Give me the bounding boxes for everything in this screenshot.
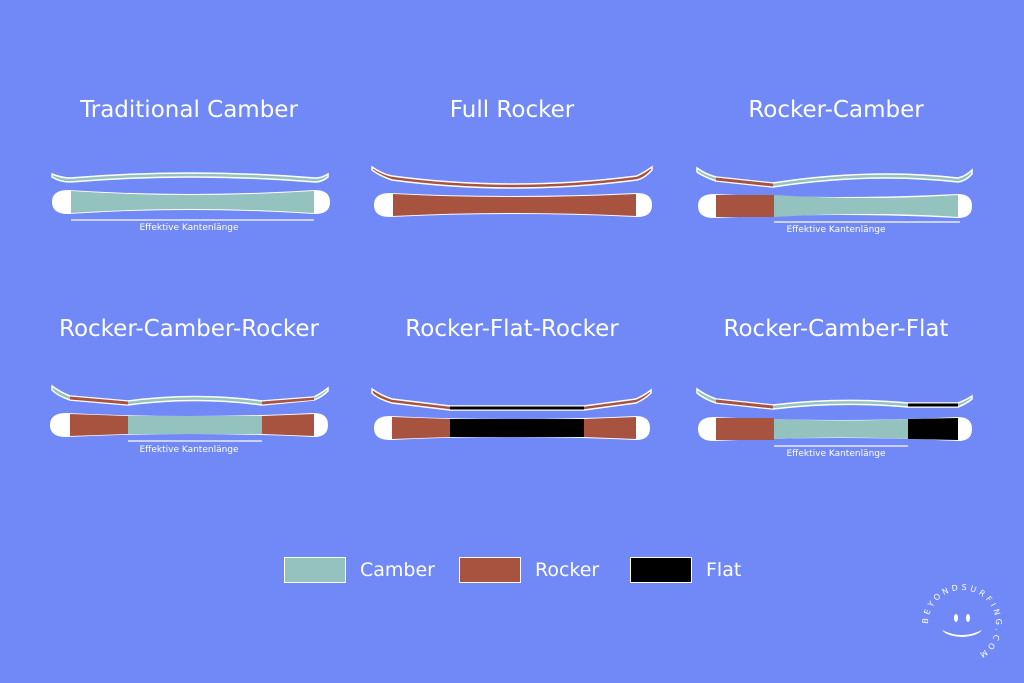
base-camber-segment [774,195,958,217]
edge-label-rocker-camber-rocker: Effektive Kantenlänge [139,445,239,455]
legend-swatch-camber [284,557,346,583]
side-profile-rocker-camber [696,166,973,188]
side-profile-camber [51,172,329,183]
legend-item-camber: Camber [284,556,435,584]
side-profile-rocker-camber-rocker [51,384,329,406]
side-profile-rocker [371,165,653,189]
side-profile-rocker-camber-flat [696,387,973,410]
logo-ring-text: BEYONDSURFING.COM [921,583,1003,661]
side-profile-rocker-part [716,177,773,187]
edge-label-rocker-camber: Effektive Kantenlänge [786,225,886,235]
base-rocker-segment-right [262,414,314,436]
beyondsurfing-logo: BEYONDSURFING.COM [921,583,1003,661]
base-rocker-segment [393,194,636,216]
panel-title-rocker-camber: Rocker-Camber [748,97,924,123]
panel-title-rocker-camber-flat: Rocker-Camber-Flat [723,316,949,342]
legend-label-flat: Flat [706,559,742,581]
base-camber-segment [71,191,314,213]
board-traditional-camber [51,172,330,221]
base-rocker-segment [716,418,774,440]
side-profile-rocker-left [70,396,128,405]
base-flat-segment [450,419,584,437]
side-profile-flat-part [908,403,958,407]
board-rocker-camber-flat [696,387,973,447]
side-profile-flat-part [450,406,584,410]
legend-swatch-rocker [459,557,521,583]
legend-label-camber: Camber [360,559,435,581]
board-full-rocker [371,165,653,217]
panel-title-full-rocker: Full Rocker [449,97,575,123]
base-camber-segment [774,419,908,439]
side-profile-rocker-part [716,399,773,409]
legend-item-flat: Flat [630,556,741,584]
side-profile-rocker-right [262,397,314,405]
board-rocker-camber-rocker [50,384,329,442]
board-rocker-camber [696,166,973,223]
edge-label-rocker-camber-flat: Effektive Kantenlänge [786,449,886,459]
panel-title-rocker-flat-rocker: Rocker-Flat-Rocker [405,316,619,342]
base-rocker-segment [716,195,774,217]
base-rocker-segment-right [584,417,636,439]
board-rocker-flat-rocker [371,387,652,440]
panel-title-traditional-camber: Traditional Camber [80,97,298,123]
edge-label-traditional-camber: Effektive Kantenlänge [139,223,239,233]
base-rocker-segment-left [70,414,128,436]
base-rocker-segment-left [392,417,450,439]
side-profile-rocker-flat-rocker [371,387,652,411]
legend-label-rocker: Rocker [535,559,600,581]
legend-swatch-flat [630,557,692,583]
legend-item-rocker: Rocker [459,556,599,584]
smiley-surfboard-icon [942,614,982,637]
panel-title-rocker-camber-rocker: Rocker-Camber-Rocker [59,316,319,342]
base-camber-segment [128,416,262,434]
base-flat-segment [908,418,958,440]
